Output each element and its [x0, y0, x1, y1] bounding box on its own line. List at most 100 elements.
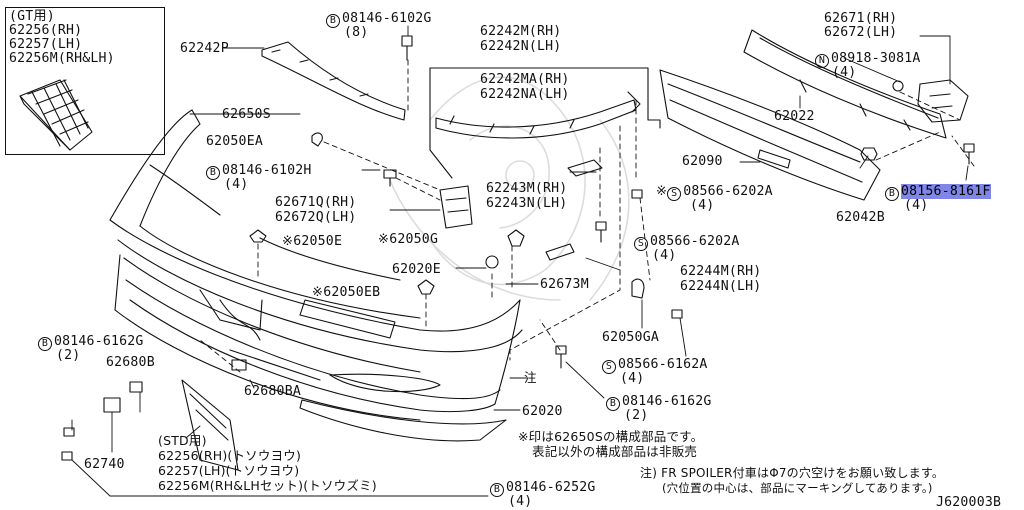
upper-retainer-62242p [262, 42, 405, 120]
energy-absorber-62090 [660, 70, 880, 200]
label-62671q: 62671Q(RH) [275, 195, 357, 210]
label-bolt-6162g-left-qty: (2) [56, 348, 81, 363]
gt-part-62256m: 62256M(RH&LH) [9, 51, 115, 66]
nut-part-number: 08918-3081A [831, 51, 921, 66]
label-62243m: 62243M(RH) [486, 181, 568, 196]
bolt-symbol-icon: B [326, 14, 340, 28]
bolt-symbol-icon: B [885, 187, 899, 201]
std-part-62256: 62256(RH)(トソウヨウ) [158, 448, 302, 463]
star-mark: ※ [656, 184, 668, 199]
std-part-62257: 62257(LH)(トソウヨウ) [158, 463, 300, 478]
gt-inset-title: (GT用) [9, 9, 55, 24]
note-kome-line1: ※印は62650Sの構成部品です。 [518, 429, 704, 444]
label-62242ma: 62242MA(RH) [480, 72, 570, 87]
label-62050ga: 62050GA [602, 330, 659, 345]
label-note-mark: 注 [524, 370, 537, 385]
highlighted-part-number: 08156-8161F [901, 184, 991, 199]
note-kome-line2: 表記以外の構成部品は非販売 [532, 444, 698, 459]
label-62020e: 62020E [392, 262, 441, 277]
screw-symbol-icon: S [667, 187, 682, 201]
label-62680ba: 62680BA [244, 384, 301, 399]
label-62242m: 62242M(RH) [480, 24, 562, 39]
front-spoiler-lip [300, 400, 506, 441]
label-62050eb: ※62050EB [312, 285, 380, 300]
label-bolt-08146-6102g-qty: (8) [344, 25, 369, 40]
label-62090: 62090 [682, 154, 723, 169]
label-62050e: ※62050E [282, 234, 342, 249]
note-main-line2: (穴位置の中心は、部品にマーキングしてあります。) [662, 481, 933, 495]
bolt-part-number: 08146-6102H [222, 163, 312, 178]
label-bolt-08156-qty: (4) [904, 198, 929, 213]
note-main-line1: 注) FR SPOILER付車はΦ7の穴空けをお願い致します。 [640, 466, 945, 480]
label-bolt-6252g-qty: (4) [508, 494, 533, 509]
star-mark: ※ [378, 232, 390, 247]
label-62740: 62740 [84, 457, 125, 472]
nut-symbol-icon: N [815, 54, 829, 68]
label-bolt-6162g-right-qty: (2) [624, 408, 649, 423]
gt-part-62256: 62256(RH) [9, 23, 83, 38]
label-62680b: 62680B [106, 355, 155, 370]
label-62672q: 62672Q(LH) [275, 210, 357, 225]
gt-inset-box [5, 7, 165, 155]
screw-part-number: 08566-6202A [683, 184, 773, 199]
bolt-symbol-icon: B [38, 337, 52, 351]
label-62244m: 62244M(RH) [680, 264, 762, 279]
label-62242na: 62242NA(LH) [480, 87, 570, 102]
gt-net-grille-icon [20, 80, 92, 150]
reinforcement-62022 [744, 30, 946, 138]
gt-part-62257: 62257(LH) [9, 37, 83, 52]
label-62673m: 62673M [540, 277, 589, 292]
stay-62671q [440, 186, 472, 228]
label-62050ea: 62050EA [206, 134, 263, 149]
leader-lines [72, 26, 968, 496]
label-nut-qty: (4) [832, 65, 857, 80]
bracket-62243m [568, 160, 602, 176]
star-mark: ※ [312, 285, 324, 300]
part-number: 62050EB [323, 285, 381, 300]
label-62242p: 62242P [180, 41, 229, 56]
label-62022: 62022 [774, 109, 815, 124]
label-62242n: 62242N(LH) [480, 39, 562, 54]
bolt-symbol-icon: B [206, 166, 220, 180]
fasteners [62, 36, 974, 470]
label-bolt-08146-6102h-qty: (4) [224, 177, 249, 192]
part-number: 62050E [293, 234, 343, 249]
screw-part-number: 08566-6202A [650, 234, 740, 249]
label-62650s: 62650S [222, 107, 271, 122]
bolt-symbol-icon: B [490, 483, 504, 497]
bolt-part-number: 08146-6162G [54, 334, 144, 349]
diagram-code: J620003B [936, 495, 1002, 510]
bolt-part-number: 08146-6252G [506, 480, 596, 495]
bolt-part-number: 08146-6162G [622, 394, 712, 409]
label-62050g: ※62050G [378, 232, 438, 247]
std-title: (STD用) [158, 433, 207, 448]
front-bumper-fascia [110, 110, 522, 420]
screw-part-number: 08566-6162A [618, 357, 708, 372]
screw-symbol-icon: S [602, 360, 616, 374]
label-62020: 62020 [522, 404, 563, 419]
label-screw-08566-6202a-2-qty: (4) [652, 248, 677, 263]
label-62671: 62671(RH) [824, 11, 898, 26]
bolt-part-number: 08146-6102G [342, 11, 432, 26]
part-number: 62050G [389, 232, 439, 247]
std-part-62256m: 62256M(RH&LHセット)(トソウズミ) [158, 478, 377, 493]
label-62672: 62672(LH) [824, 25, 898, 40]
screw-symbol-icon: S [634, 237, 648, 251]
bolt-symbol-icon: B [606, 397, 620, 411]
label-62244n: 62244N(LH) [680, 279, 762, 294]
star-mark: ※ [282, 234, 294, 249]
label-62243n: 62243N(LH) [486, 196, 568, 211]
bracket-62671 [918, 80, 968, 122]
